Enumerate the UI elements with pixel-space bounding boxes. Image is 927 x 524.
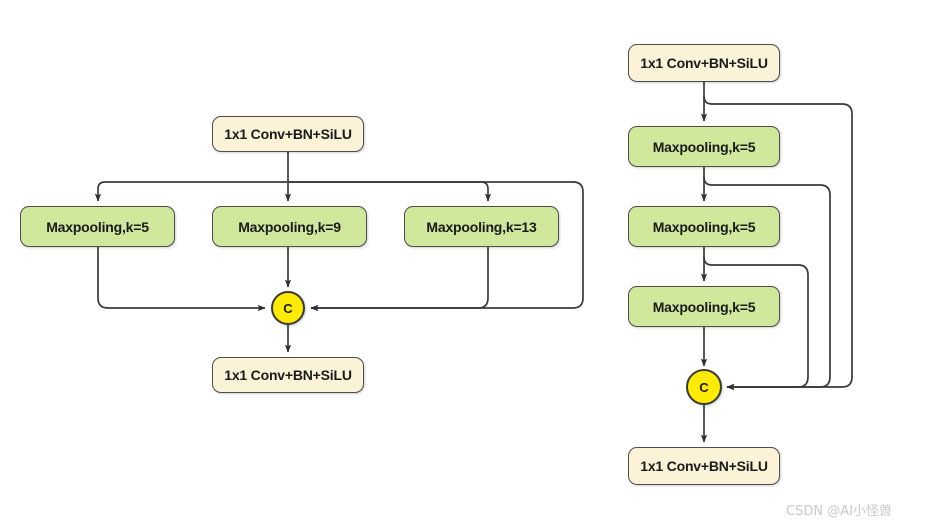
edge-left-k5-to-concat <box>97 247 266 312</box>
csdn-watermark: CSDN @AI小怪兽 <box>786 504 892 519</box>
spp-maxpool-k13-node: Maxpooling,k=13 <box>404 206 559 247</box>
spp-concat-node: C <box>271 291 305 325</box>
edge-left-k13-to-concat <box>310 247 489 312</box>
sppf-concat-node: C <box>686 369 722 405</box>
sppf-input-conv-node: 1x1 Conv+BN+SiLU <box>628 44 780 82</box>
spp-input-conv-node: 1x1 Conv+BN+SiLU <box>212 116 364 152</box>
sppf-output-conv-node: 1x1 Conv+BN+SiLU <box>628 447 780 485</box>
spp-maxpool-k5-node: Maxpooling,k=5 <box>20 206 175 247</box>
sppf-maxpool-k5-first-node: Maxpooling,k=5 <box>628 126 780 167</box>
edge-left-split-to-k13 <box>288 181 492 202</box>
edge-left-split-to-k5 <box>94 181 288 202</box>
sppf-maxpool-k5-third-node: Maxpooling,k=5 <box>628 286 780 327</box>
spp-output-conv-node: 1x1 Conv+BN+SiLU <box>212 357 364 393</box>
spp-maxpool-k9-node: Maxpooling,k=9 <box>212 206 367 247</box>
sppf-maxpool-k5-second-node: Maxpooling,k=5 <box>628 206 780 247</box>
